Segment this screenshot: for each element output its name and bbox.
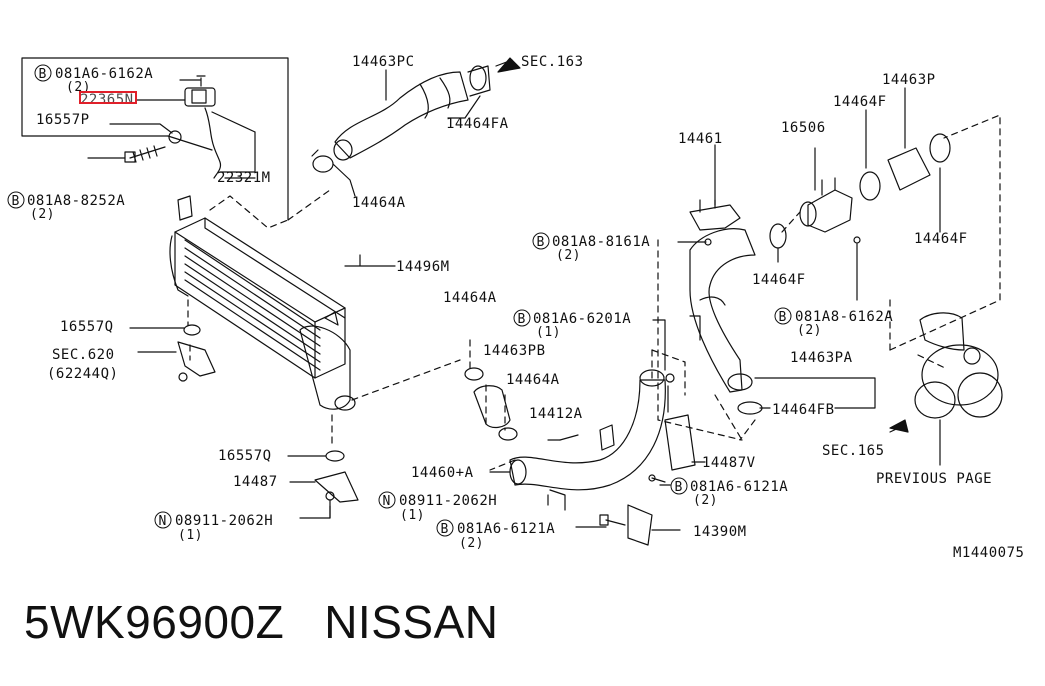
label-sec165: SEC.165	[822, 443, 885, 459]
dashed-leaders	[187, 114, 1001, 471]
label-081a8-8252a: 081A8-8252A	[27, 193, 125, 209]
prefix-letters: B B B B B B N B N	[12, 67, 787, 537]
label-14496m: 14496M	[396, 259, 450, 275]
part-highlight-box	[79, 91, 137, 104]
intercooler	[169, 195, 356, 411]
clamp-16557p	[109, 123, 182, 144]
label-14412a: 14412A	[529, 406, 583, 422]
label-081a6-6121a: 081A6-6121A	[690, 479, 788, 495]
label-14464f: 14464F	[833, 94, 887, 110]
bracket-14487	[287, 450, 359, 519]
diagram-code: M1440075	[953, 545, 1024, 561]
label-sec163: SEC.163	[521, 54, 584, 70]
label-14464a: 14464A	[506, 372, 560, 388]
label-qty: (1)	[536, 325, 561, 340]
bracket-sec620	[129, 324, 216, 382]
prefix-b: B	[12, 194, 20, 209]
label-14463p: 14463P	[882, 72, 936, 88]
label-081a8-8161a: 081A8-8161A	[552, 234, 650, 250]
hose-14463pb	[464, 367, 518, 441]
label-14390m: 14390M	[693, 524, 747, 540]
prefix-n: N	[159, 514, 167, 529]
label-081a6-6201a: 081A6-6201A	[533, 311, 631, 327]
prefix-b: B	[675, 480, 683, 495]
label-14463pc: 14463PC	[352, 54, 415, 70]
hose-14463pa	[689, 228, 876, 415]
leader-6201a	[652, 319, 666, 371]
arrow-sec163	[497, 57, 521, 73]
hose-14463pc	[333, 59, 513, 161]
label-sec620: SEC.620	[52, 347, 115, 363]
label-qty: (2)	[459, 536, 484, 551]
label-14460a: 14460+A	[411, 465, 474, 481]
label-081a6-6162a-top: 081A6-6162A	[55, 66, 153, 82]
part-labels: 081A6-6162A (2) 22365N 16557P 081A8-8252…	[27, 54, 1024, 561]
group-box-frame-2	[167, 135, 213, 151]
label-16506: 16506	[781, 120, 826, 136]
sensor-assembly	[136, 75, 256, 179]
bolt-081a8-8252a	[87, 145, 166, 163]
leader-14496m	[344, 254, 396, 267]
label-14487v: 14487V	[702, 455, 756, 471]
label-22365n: 22365N	[80, 92, 134, 108]
label-14464f: 14464F	[914, 231, 968, 247]
label-qty: (1)	[178, 528, 203, 543]
label-14464a: 14464A	[443, 290, 497, 306]
prefix-b: B	[779, 310, 787, 325]
label-14464fb: 14464FB	[772, 402, 835, 418]
label-22321m: 22321M	[217, 170, 271, 186]
hose-14463p	[859, 87, 951, 233]
bolt-081a6-6121a-right	[651, 477, 671, 486]
label-qty: (2)	[556, 248, 581, 263]
prefix-b: B	[441, 522, 449, 537]
prefix-circles	[7, 64, 792, 537]
prefix-b: B	[537, 235, 545, 250]
bracket-14487v	[664, 373, 706, 471]
prefix-b: B	[518, 312, 526, 327]
clamp-14464a-top	[311, 149, 356, 197]
label-14461: 14461	[678, 131, 723, 147]
group-box-frame	[21, 57, 289, 221]
bracket-14390m	[599, 504, 681, 546]
label-qty: (2)	[797, 323, 822, 338]
leader-14464fa	[447, 95, 481, 119]
label-08911-2062h: 08911-2062H	[175, 513, 273, 529]
label-qty: (2)	[693, 493, 718, 508]
label-14463pa: 14463PA	[790, 350, 853, 366]
label-sec620-sub: (62244Q)	[47, 366, 118, 382]
label-previous-page: PREVIOUS PAGE	[876, 471, 992, 487]
label-081a6-6121a: 081A6-6121A	[457, 521, 555, 537]
leader-081a8-8161a	[689, 315, 701, 341]
brand-name: NISSAN	[324, 596, 499, 648]
label-14487: 14487	[233, 474, 278, 490]
label-qty: (1)	[400, 508, 425, 523]
label-16557q: 16557Q	[60, 319, 114, 335]
airflow-meter-16506	[769, 147, 861, 301]
pipe-14460a	[489, 369, 666, 511]
label-qty: (2)	[30, 207, 55, 222]
label-14464fa: 14464FA	[446, 116, 509, 132]
label-14463pb: 14463PB	[483, 343, 546, 359]
arrow-sec165	[889, 419, 909, 433]
label-081a8-6162a: 081A8-6162A	[795, 309, 893, 325]
label-14464f: 14464F	[752, 272, 806, 288]
bracket-14461	[677, 199, 741, 246]
label-16557p: 16557P	[36, 112, 90, 128]
part-number: 5WK96900Z	[24, 596, 285, 648]
part-caption: 5WK96900Z NISSAN	[24, 595, 498, 649]
prefix-n: N	[383, 494, 391, 509]
turbocharger	[889, 312, 1003, 466]
label-08911-2062h: 08911-2062H	[399, 493, 497, 509]
label-14464a: 14464A	[352, 195, 406, 211]
prefix-b: B	[39, 67, 47, 82]
label-16557q: 16557Q	[218, 448, 272, 464]
leader-14412a	[559, 434, 579, 441]
